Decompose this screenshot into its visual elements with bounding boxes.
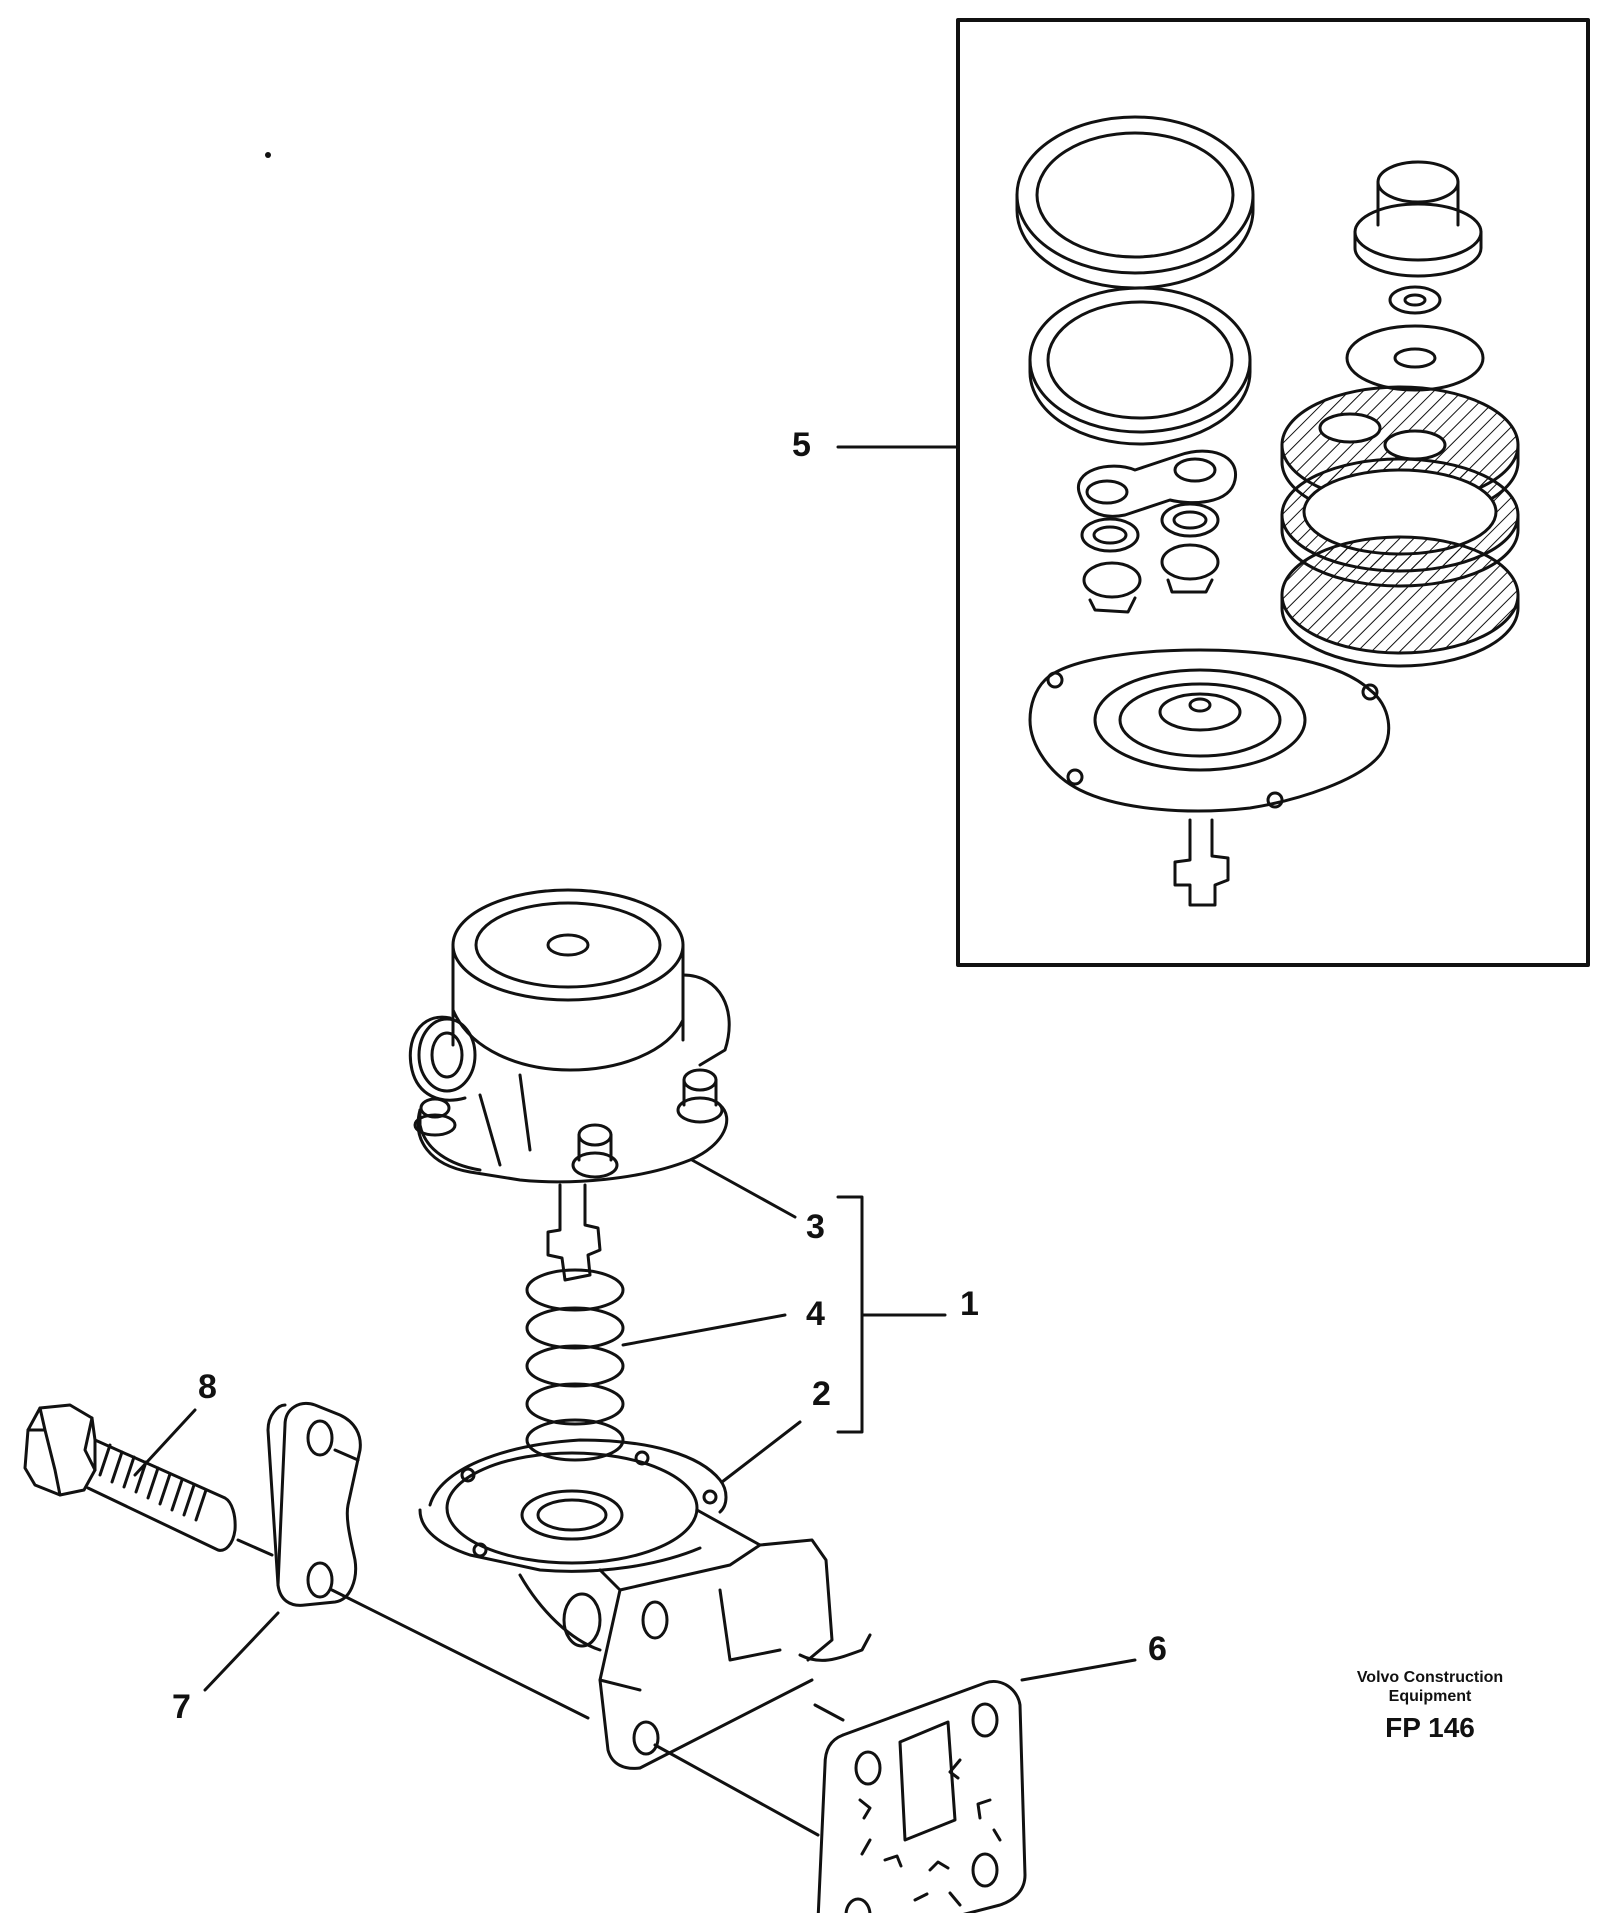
valve-plate-middle [1280, 457, 1520, 588]
callout-7: 7 [172, 1688, 191, 1726]
callout-4: 4 [806, 1295, 825, 1333]
leader-2 [720, 1420, 802, 1484]
valve-assembly [1076, 449, 1237, 614]
kit-frame [956, 18, 1590, 967]
sealing-ring-large [1015, 115, 1255, 290]
washer-small [1388, 285, 1442, 315]
callout-2: 2 [812, 1375, 831, 1413]
leader-4 [621, 1313, 787, 1347]
callout-6: 6 [1148, 1630, 1167, 1668]
diaphragm-spring [525, 1268, 625, 1462]
valve-plate-lower [1280, 535, 1520, 668]
figure-code: FP 146 [1385, 1712, 1475, 1743]
callout-5: 5 [792, 426, 811, 464]
speck-dot [265, 152, 271, 158]
brand-line-1: Volvo Construction [1356, 1669, 1504, 1686]
callout-3: 3 [806, 1208, 825, 1246]
callout-1: 1 [960, 1285, 979, 1323]
guide-line-gasket-lower [653, 1743, 820, 1837]
spacer-plate [266, 1402, 362, 1607]
flange-gasket [816, 1680, 1027, 1913]
valve-cap [1353, 160, 1483, 278]
brand-line-2: Equipment [1388, 1688, 1472, 1705]
brand-block: Volvo Construction Equipment FP 146 [1330, 1668, 1530, 1744]
diaphragm [1028, 648, 1391, 907]
pump-top-cover [408, 888, 731, 1184]
leader-6 [1020, 1658, 1137, 1682]
mounting-bolt [23, 1403, 274, 1557]
leader-3 [690, 1158, 797, 1219]
guide-line-gasket-upper [813, 1703, 845, 1722]
leader-8 [133, 1408, 197, 1477]
leader-7 [203, 1611, 280, 1692]
callout-8: 8 [198, 1368, 217, 1406]
actuator-lever [546, 1183, 602, 1282]
disc-plate [1345, 324, 1485, 392]
group-bracket [836, 1195, 864, 1434]
guide-line-plate-lower [330, 1588, 590, 1720]
pump-lower-body [418, 1438, 872, 1770]
guide-line-bolt [333, 1448, 360, 1462]
sealing-ring-small [1028, 286, 1252, 446]
